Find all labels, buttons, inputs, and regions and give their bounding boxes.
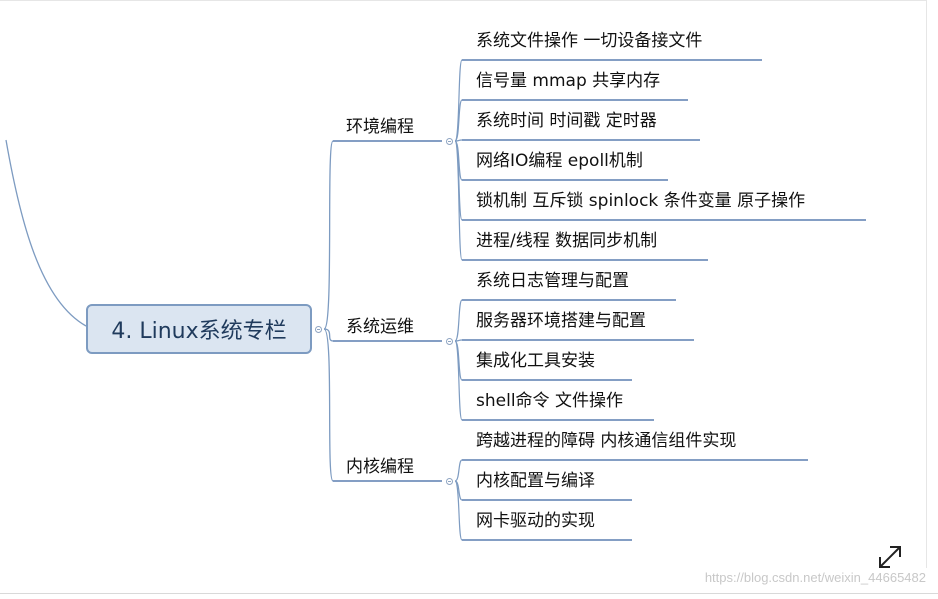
branch-topic[interactable]: 系统运维 [346,317,414,337]
leaf-topic[interactable]: 集成化工具安装 [476,351,595,371]
leaf-topic[interactable]: 网络IO编程 epoll机制 [476,151,643,171]
branch-topic[interactable]: 环境编程 [346,117,414,137]
branch-topic[interactable]: 内核编程 [346,457,414,477]
frame-bottom-border [0,593,938,594]
leaf-topic[interactable]: 内核配置与编译 [476,471,595,491]
branch-leaf-connector [454,459,463,482]
frame-top-border [0,0,926,1]
branch-collapse-toggle-icon[interactable] [446,478,453,485]
root-topic[interactable]: 4. Linux系统专栏 [86,304,312,354]
leaf-topic[interactable]: 网卡驱动的实现 [476,511,595,531]
root-branch-connector [323,328,334,342]
leaf-topic[interactable]: shell命令 文件操作 [476,391,623,411]
leaf-topic[interactable]: 服务器环境搭建与配置 [476,311,646,331]
branch-leaf-connector [454,299,463,342]
branch-leaf-connector [454,480,463,541]
root-branch-connector [323,140,334,330]
parent-connector [5,139,87,327]
branch-leaf-connector [454,140,463,261]
frame-right-border [926,0,927,568]
resize-icon[interactable] [876,543,904,571]
leaf-topic[interactable]: 系统日志管理与配置 [476,271,629,291]
branch-leaf-connector [454,340,463,421]
root-collapse-toggle-icon[interactable] [315,326,322,333]
watermark-text: https://blog.csdn.net/weixin_44665482 [704,570,926,585]
branch-collapse-toggle-icon[interactable] [446,338,453,345]
leaf-topic[interactable]: 系统文件操作 一切设备接文件 [476,31,703,51]
leaf-topic[interactable]: 锁机制 互斥锁 spinlock 条件变量 原子操作 [476,191,806,211]
branch-leaf-connector [454,99,463,142]
leaf-topic[interactable]: 进程/线程 数据同步机制 [476,231,658,251]
leaf-topic[interactable]: 跨越进程的障碍 内核通信组件实现 [476,431,737,451]
leaf-topic[interactable]: 信号量 mmap 共享内存 [476,71,661,91]
branch-collapse-toggle-icon[interactable] [446,138,453,145]
root-branch-connector [323,328,334,482]
leaf-topic[interactable]: 系统时间 时间戳 定时器 [476,111,657,131]
